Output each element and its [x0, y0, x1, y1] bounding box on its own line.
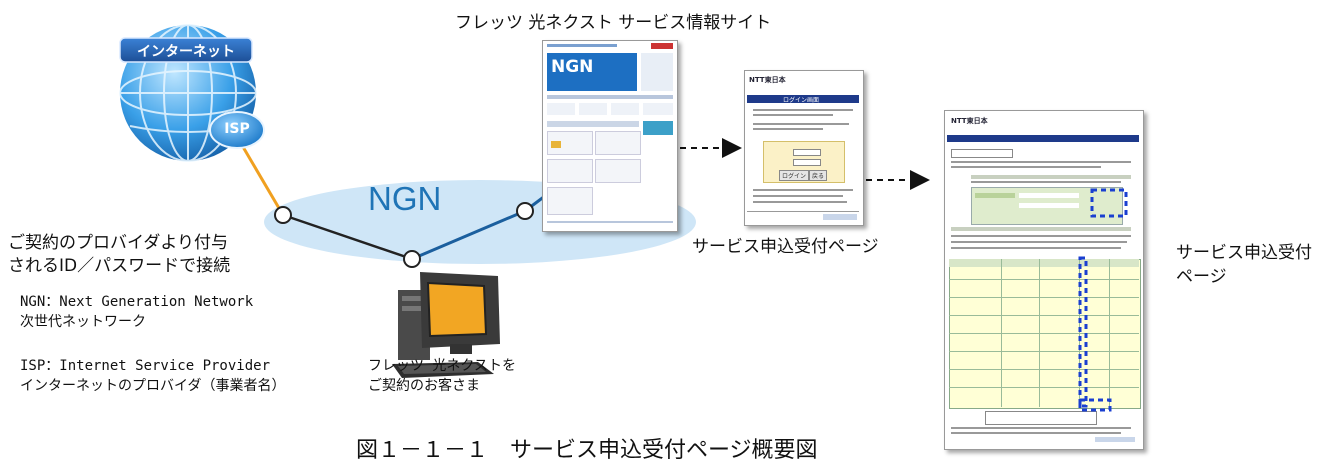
- login-button-1: ログイン: [779, 170, 810, 181]
- isp-definition-line-1: ISP：Internet Service Provider: [20, 358, 271, 374]
- connect-note-line-2: されるID／パスワードで接続: [8, 256, 231, 276]
- internet-tag: [119, 37, 253, 63]
- ngn-label: NGN: [368, 180, 442, 217]
- ngn-node: [403, 250, 421, 268]
- highlight-box: [1078, 256, 1088, 408]
- ngn-node: [274, 206, 292, 224]
- ngn-definition-line-2: 次世代ネットワーク: [20, 314, 146, 330]
- form-brand: NTT東日本: [951, 117, 988, 125]
- form-thumbnail: NTT東日本: [944, 110, 1144, 450]
- highlight-box: [1090, 188, 1128, 218]
- service-page-label: サービス申込受付ページ: [692, 237, 879, 257]
- customer-label-line-1: フレッツ 光ネクストを: [368, 358, 517, 374]
- internet-label: インターネット: [137, 44, 235, 60]
- ngn-definition-line-1: NGN：Next Generation Network: [20, 294, 254, 310]
- isp-definition-line-2: インターネットのプロバイダ（事業者名）: [20, 378, 286, 394]
- login-header: ログイン画面: [783, 97, 820, 104]
- site-title: フレッツ 光ネクスト サービス情報サイト: [455, 13, 772, 33]
- isp-badge: [209, 111, 265, 149]
- customer-label-line-2: ご契約のお客さま: [368, 378, 480, 394]
- login-brand: NTT東日本: [749, 76, 786, 84]
- service-page-label-right-line-2: ページ: [1176, 267, 1227, 287]
- connect-note-line-1: ご契約のプロバイダより付与: [8, 233, 228, 253]
- isp-label: ISP: [224, 121, 250, 137]
- site-thumbnail: NGN: [542, 40, 678, 232]
- site-banner: NGN: [551, 57, 594, 77]
- figure-caption: 図１－１－１ サービス申込受付ページ概要図: [356, 438, 818, 463]
- login-button-2: 戻る: [809, 170, 828, 181]
- login-thumbnail: NTT東日本 ログイン画面 ログイン 戻る: [744, 70, 864, 226]
- highlight-box: [1078, 398, 1112, 412]
- ngn-node: [516, 202, 534, 220]
- highlight-markers: [1078, 188, 1128, 412]
- computer-icon: [392, 272, 500, 378]
- service-page-label-right-line-1: サービス申込受付: [1176, 243, 1312, 263]
